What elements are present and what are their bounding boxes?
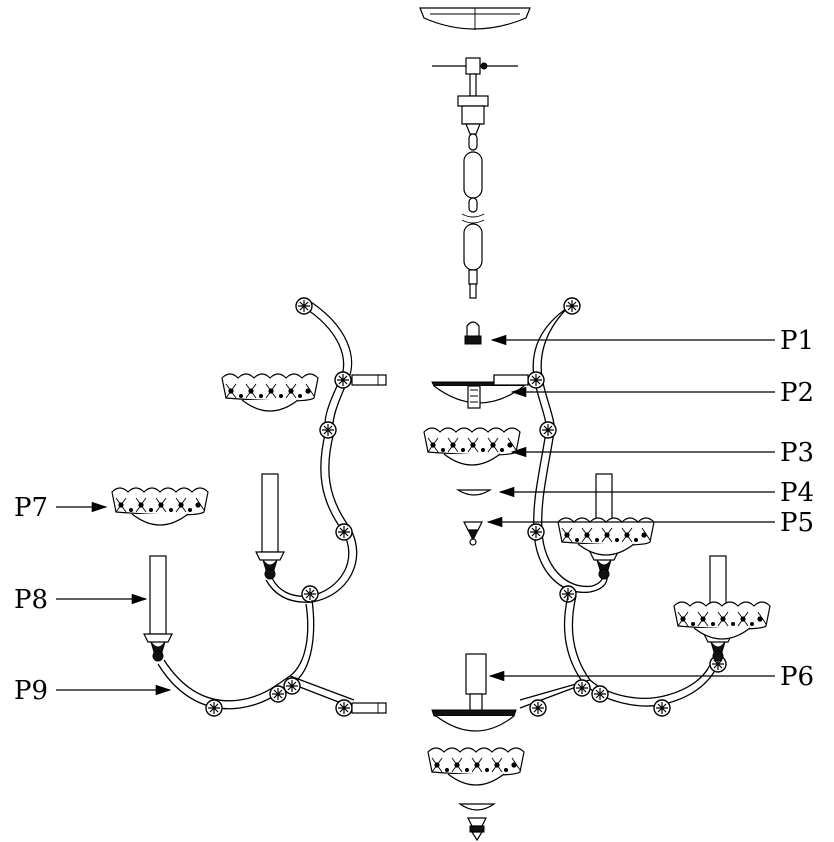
- label-p3: P3: [780, 438, 814, 468]
- chain: [461, 133, 485, 299]
- p5-finial-small: [463, 521, 483, 546]
- canopy: [419, 7, 531, 30]
- left-upper-candle: [255, 473, 285, 580]
- p1-loop-nut: [464, 321, 482, 345]
- label-p7: P7: [14, 493, 48, 523]
- p3-center-bowl: [423, 427, 521, 466]
- right-lower-bowl: [673, 601, 771, 640]
- p6-bottom-cup: [431, 653, 517, 732]
- left-upper-arm: [265, 297, 387, 603]
- label-p2: P2: [780, 378, 814, 408]
- label-p5: P5: [780, 508, 814, 538]
- right-upper-arm: [493, 297, 608, 603]
- leader-lines: [56, 334, 775, 696]
- right-lower-arm: [519, 595, 727, 717]
- left-lower-arm: [157, 599, 387, 717]
- label-p8: P8: [14, 585, 48, 615]
- bottom-bowl: [427, 747, 525, 786]
- mounting-bar: [432, 57, 518, 75]
- label-p6: P6: [780, 662, 814, 692]
- label-p9: P9: [14, 676, 48, 706]
- right-upper-bowl: [557, 517, 655, 556]
- p4-small-cap: [455, 489, 493, 496]
- label-p1: P1: [780, 326, 814, 356]
- bottom-cap: [458, 803, 496, 811]
- label-p4: P4: [780, 478, 814, 508]
- bottom-finial: [467, 817, 487, 842]
- p7-arm-bowl: [111, 487, 209, 526]
- left-upper-bowl: [221, 373, 319, 412]
- p8-candle-sleeve: [143, 555, 173, 662]
- hook-assembly: [457, 73, 489, 135]
